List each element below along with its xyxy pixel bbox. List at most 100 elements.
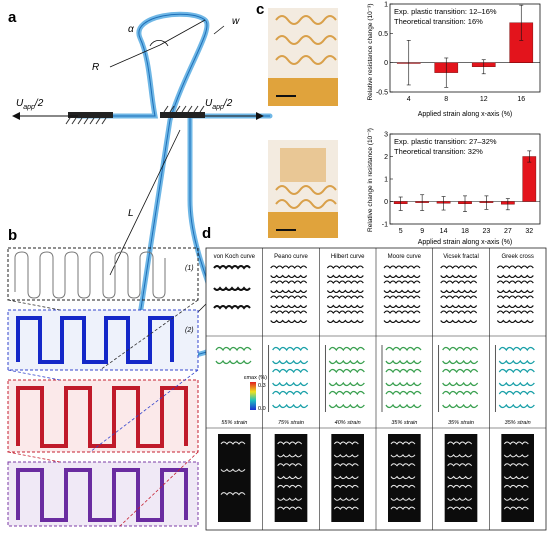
x-tick-label: 14 (440, 228, 448, 235)
strain-label: 55% strain (221, 420, 247, 426)
strain-label: 40% strain (335, 420, 361, 426)
x-tick-label: 4 (407, 96, 411, 103)
chart-bottom: Exp. plastic transition: 27–32% Theoreti… (367, 128, 541, 246)
chart-bottom-note-2: Theoretical transition: 32% (394, 147, 483, 156)
x-tick-label: 27 (504, 228, 512, 235)
y-tick-label: 2 (384, 154, 388, 161)
x-tick-label: 23 (483, 228, 491, 235)
radius-line-top2 (159, 19, 206, 46)
micrograph-curve (333, 441, 359, 510)
fractal-pattern (213, 265, 251, 310)
strained-pattern (438, 345, 479, 412)
column-header: Peano curve (274, 254, 308, 260)
chart-bottom-ylabel: Relative change in resistance (10⁻³) (367, 128, 374, 232)
column-header: Vicsek fractal (443, 254, 479, 260)
column-header: Greek cross (501, 254, 533, 260)
fractal-pattern (496, 265, 534, 324)
panel-b: b (1) (2) (7, 227, 199, 527)
fractal-curve (213, 265, 251, 310)
micrograph-curve (503, 441, 529, 510)
level-2-serpentine (16, 386, 188, 448)
device-photo-1-pads (268, 78, 338, 106)
bar (522, 156, 537, 202)
radius-line-top (109, 44, 161, 68)
device-photo-2-pattern (275, 185, 337, 209)
fractal-curve (270, 265, 308, 324)
device-photo-1-pattern (275, 15, 337, 65)
panel-letter-d: d (202, 225, 211, 242)
fractal-pattern (440, 265, 478, 324)
x-tick-label: 16 (517, 96, 525, 103)
colorbar-label: εmax (%) (244, 375, 267, 381)
x-tick-label: 32 (525, 228, 533, 235)
fractal-pattern (326, 265, 364, 324)
strained-curve (328, 346, 365, 409)
fractal-pattern (383, 265, 421, 324)
label-u-right: Uapp/2 (205, 98, 233, 111)
panel-letter-b: b (8, 227, 17, 244)
panel-letter-c: c (256, 1, 264, 18)
chart-top-note-2: Theoretical transition: 16% (394, 17, 483, 26)
level-3-box (7, 461, 199, 527)
chart-top-ylabel: Relative resistance change (10⁻³) (367, 3, 374, 100)
strained-curve (385, 346, 422, 409)
anchor-right-hatch (163, 105, 205, 113)
level-0-box (7, 247, 199, 301)
connector-4 (89, 369, 199, 453)
arrow-left-head (12, 112, 20, 120)
y-tick-label: -1 (382, 222, 388, 229)
level-0-serpentine (14, 251, 166, 299)
micrograph (218, 434, 251, 522)
chart-bottom-note-1: Exp. plastic transition: 27–32% (394, 137, 497, 146)
panel-letter-a: a (8, 9, 17, 26)
connector-3 (7, 369, 61, 381)
y-tick-label: 1 (384, 2, 388, 9)
x-tick-label: 9 (420, 228, 424, 235)
panel-c: c Exp. plastic transition: 12–16% Theore… (256, 1, 541, 246)
micrograph-curve (277, 441, 303, 510)
label-w: w (232, 16, 240, 27)
colorbar (250, 382, 256, 410)
strained-pattern (324, 345, 365, 412)
chart-top-frame (389, 3, 541, 93)
label-u-left: Uapp/2 (16, 98, 44, 111)
fractal-pattern (270, 265, 308, 324)
chart-top-xlabel: Applied strain along x-axis (%) (418, 111, 513, 118)
column-header: Moore curve (388, 254, 422, 260)
strained-curve (272, 346, 309, 409)
level-0-sup: (1) (185, 265, 194, 272)
micrograph-curve (390, 441, 416, 510)
length-line (109, 129, 181, 276)
connector-2 (99, 299, 199, 371)
fractal-curve (326, 265, 364, 324)
level-1-sup: (2) (185, 327, 194, 334)
colorbar-bottom: 0.0 (258, 406, 266, 412)
micrograph-curve (220, 441, 246, 496)
strained-curve (498, 346, 535, 409)
anchor-left-hatch (65, 117, 107, 125)
y-tick-label: 1 (384, 177, 388, 184)
strain-label: 35% strain (391, 420, 417, 426)
x-tick-label: 5 (399, 228, 403, 235)
strain-label: 35% strain (448, 420, 474, 426)
fractal-curve (383, 265, 421, 324)
chart-bottom-xlabel: Applied strain along x-axis (%) (418, 239, 513, 246)
anchor-left (68, 112, 113, 118)
fractal-curve (496, 265, 534, 324)
strained-curve (215, 346, 252, 365)
device-photo-2-mesh (280, 148, 326, 182)
strained-curve (442, 346, 479, 409)
device-photo-2-pads (268, 212, 338, 238)
fractal-curve (440, 265, 478, 324)
strained-pattern (494, 345, 535, 412)
x-tick-label: 18 (461, 228, 469, 235)
chart-top-note-1: Exp. plastic transition: 12–16% (394, 7, 497, 16)
strain-label: 35% strain (505, 420, 531, 426)
level-1-serpentine (16, 316, 174, 364)
label-r-top: R (92, 62, 99, 73)
column-header: von Koch curve (214, 254, 256, 260)
strained-pattern (215, 346, 252, 365)
y-tick-label: 0 (384, 60, 388, 67)
column-header: Hilbert curve (331, 254, 365, 260)
